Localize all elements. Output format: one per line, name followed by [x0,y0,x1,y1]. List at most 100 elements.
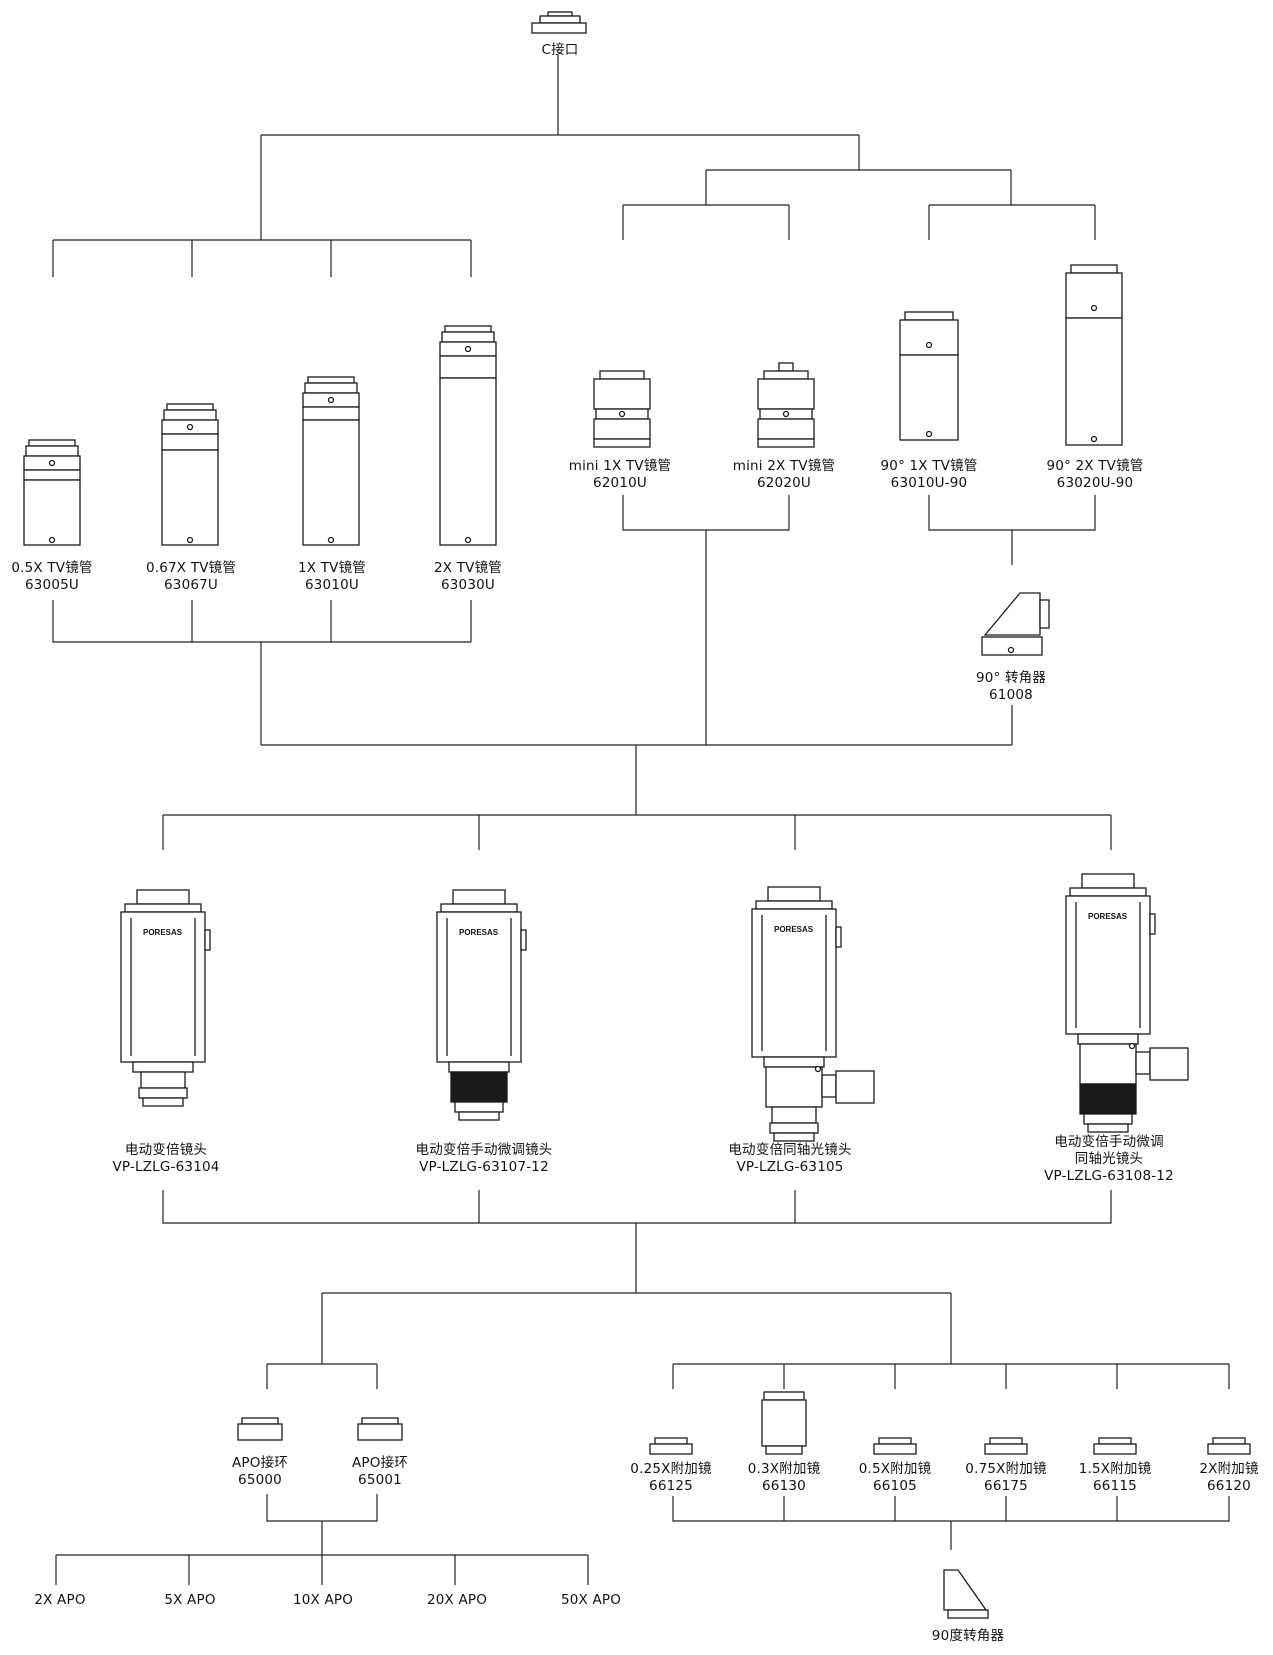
zoom-lens-code: VP-LZLG-63104 [112,1159,220,1175]
aux-lens-name: 0.25X附加镜 [630,1461,712,1477]
tv-tube-label-3: 2X TV镜管 63030U [434,560,502,594]
tv-tube-code: 63030U [440,577,496,593]
zoom-lens-label-3: 电动变倍手动微调 同轴光镜头 VP-LZLG-63108-12 [1044,1134,1174,1185]
tv-tube-label-1: 0.67X TV镜管 63067U [146,560,236,594]
zoom-lens-code: VP-LZLG-63108-12 [1044,1168,1174,1184]
apo-objective-name: 10X APO [292,1592,354,1608]
c-mount-icon [531,11,587,34]
aux-lens-icon-66125 [649,1437,693,1455]
tv-tube-name: 0.67X TV镜管 [145,560,237,576]
apo-objective-2: 10X APO [293,1592,353,1609]
tv-tube-code: 63067U [163,577,219,593]
zoom-lens-icon-63107-12: PORESAS [436,889,527,1121]
mini-tube-code: 62010U [592,475,648,491]
zoom-lens-name: 电动变倍镜头 [124,1142,208,1158]
tv-tube-name: 1X TV镜管 [297,560,367,576]
aux-lens-icon-66105 [873,1437,917,1455]
apo-ring-name: APO接环 [231,1455,289,1471]
apo-ring-name: APO接环 [351,1455,409,1471]
apo-objective-name: 5X APO [164,1592,216,1608]
tv-tube-icon-0p5x [23,439,81,546]
aux-lens-name: 0.75X附加镜 [965,1461,1047,1477]
aux-lens-name: 2X附加镜 [1199,1461,1259,1477]
aux-lens-code: 66120 [1207,1478,1251,1494]
mini-tube-name: mini 2X TV镜管 [732,458,836,474]
angle-tube-name: 90° 1X TV镜管 [880,458,978,474]
angle-turner-icon-61008 [981,592,1050,656]
aux-lens-icon-66115 [1093,1437,1137,1455]
apo-objective-1: 5X APO [164,1592,215,1609]
aux-lens-icon-66120 [1207,1437,1251,1455]
angle-tube-icon-1x [899,311,959,441]
angle-tube-code: 63020U-90 [1056,475,1134,491]
connector-c-mount [260,55,860,240]
brand-logo-text: PORESAS [459,928,499,937]
tv-tube-name: 2X TV镜管 [433,560,503,576]
c-mount-label: C接口 [541,42,578,59]
zoom-lens-icon-63105: PORESAS [751,886,875,1142]
connector-zoom-bottom [162,1190,1112,1293]
zoom-lens-name: 电动变倍同轴光镜头 [728,1142,852,1158]
connector-lower-split [321,1292,952,1364]
connector-apo-objectives [55,1554,589,1585]
aux-lens-label-2: 0.5X附加镜 66105 [859,1461,932,1495]
apo-ring-icon-65001 [357,1417,403,1441]
apo-objective-name: 2X APO [34,1592,86,1608]
aux-lens-label-3: 0.75X附加镜 66175 [965,1461,1046,1495]
angle-turner-icon-90 [943,1569,989,1619]
apo-objective-4: 50X APO [561,1592,621,1609]
apo-ring-label-0: APO接环 65000 [232,1455,288,1489]
aux-lens-icon-66130 [761,1391,807,1455]
apo-ring-code: 65001 [358,1472,402,1488]
turner-90-label: 90度转角器 [932,1628,1004,1645]
angle-tube-label-1: 90° 2X TV镜管 63020U-90 [1046,458,1143,492]
connector-aux-bottom [672,1496,1230,1550]
zoom-lens-icon-63104: PORESAS [120,889,211,1107]
angle-tube-name: 90° 2X TV镜管 [1046,458,1144,474]
aux-lens-name: 1.5X附加镜 [1078,1461,1152,1477]
zoom-lens-subname: 同轴光镜头 [1074,1151,1144,1167]
connector-right-branch [622,169,1096,240]
turner-90-name: 90度转角器 [931,1628,1005,1644]
aux-lens-label-1: 0.3X附加镜 66130 [748,1461,821,1495]
brand-logo-text: PORESAS [1088,912,1128,921]
tv-tube-label-0: 0.5X TV镜管 63005U [11,560,92,594]
zoom-lens-icon-63108-12: PORESAS [1065,873,1189,1133]
aux-lens-label-0: 0.25X附加镜 66125 [630,1461,711,1495]
brand-logo-text: PORESAS [143,928,183,937]
connector-apo-rings [266,1363,378,1555]
tv-tube-icon-1x [302,376,360,546]
mini-tube-icon-1x [593,370,651,448]
connector-mini-bottom [622,495,790,745]
turner-name: 90° 转角器 [975,670,1047,686]
apo-objective-0: 2X APO [34,1592,85,1609]
zoom-lens-label-0: 电动变倍镜头 VP-LZLG-63104 [112,1142,219,1176]
aux-lens-label-5: 2X附加镜 66120 [1199,1461,1258,1495]
apo-objective-3: 20X APO [427,1592,487,1609]
mini-tube-label-0: mini 1X TV镜管 62010U [569,458,672,492]
aux-lens-code: 66175 [984,1478,1028,1494]
aux-lens-code: 66130 [762,1478,806,1494]
apo-objective-name: 20X APO [426,1592,488,1608]
turner-61008-label: 90° 转角器 61008 [976,670,1046,704]
brand-logo-text: PORESAS [774,925,814,934]
aux-lens-name: 0.5X附加镜 [858,1461,932,1477]
tv-tube-name: 0.5X TV镜管 [11,560,93,576]
turner-code: 61008 [989,687,1033,703]
zoom-lens-name: 电动变倍手动微调镜头 [415,1142,553,1158]
aux-lens-code: 66105 [873,1478,917,1494]
mini-tube-icon-2x [757,362,815,448]
tv-tube-code: 63010U [304,577,360,593]
apo-ring-label-1: APO接环 65001 [352,1455,408,1489]
connector-left-branch [52,239,472,277]
aux-lens-label-4: 1.5X附加镜 66115 [1079,1461,1152,1495]
zoom-lens-name: 电动变倍手动微调 [1054,1134,1164,1150]
aux-lens-code: 66125 [649,1478,693,1494]
angle-tube-label-0: 90° 1X TV镜管 63010U-90 [880,458,977,492]
connector-tv-tubes-bottom [52,600,472,745]
apo-ring-icon-65000 [237,1417,283,1441]
aux-lens-code: 66115 [1093,1478,1137,1494]
connector-angle-bottom [928,495,1096,565]
connector-middle-bus [162,744,1112,850]
